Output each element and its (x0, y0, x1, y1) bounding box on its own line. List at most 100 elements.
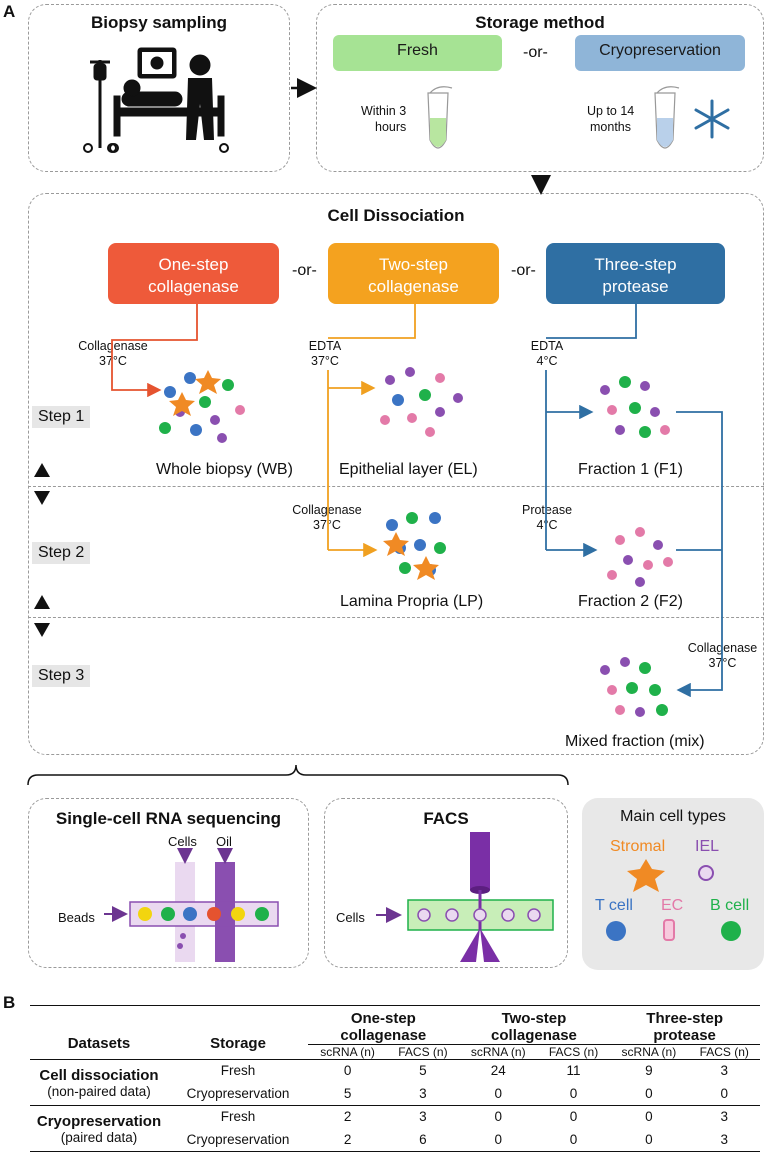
fresh-tube-icon (427, 86, 453, 149)
value-cell: 6 (419, 1131, 427, 1147)
cluster-lp (383, 512, 446, 580)
group-one-step-line2: collagenase (340, 1027, 427, 1044)
section-note: (non-paired data) (47, 1083, 151, 1099)
cluster-mix (600, 657, 668, 717)
patient-bed-icon (83, 47, 229, 153)
facs-laser-icon (407, 832, 554, 962)
fraction-lp: Lamina Propria (LP) (340, 593, 484, 610)
sub-header: scRNA (n) (458, 1044, 538, 1060)
scrna-oil-label: Oil (216, 834, 232, 849)
value-cell: 0 (645, 1109, 653, 1125)
step-arrows-icon (34, 463, 50, 637)
storage-cell: Fresh (220, 1109, 256, 1125)
diagram-graphics (27, 47, 741, 962)
storage-or: -or- (523, 44, 548, 61)
method-one-step-line1: One-step (158, 255, 229, 274)
method-two-step-line2: collagenase (368, 277, 459, 296)
snowflake-icon (694, 99, 730, 139)
value-cell: 24 (490, 1063, 506, 1079)
sub-header: FACS (n) (688, 1044, 760, 1060)
legend-box: Main cell types (582, 798, 764, 970)
dissociation-box: Cell Dissociation (28, 193, 764, 755)
value-cell: 0 (569, 1085, 578, 1101)
cond-f1-1: EDTA (530, 339, 564, 353)
facs-cells-label: Cells (336, 910, 365, 925)
cryo-note-1: Up to 14 (587, 104, 635, 118)
bcell-icon (721, 921, 741, 941)
cluster-f2 (607, 527, 673, 587)
method-or-2: -or- (511, 262, 536, 279)
group-three-step-line2: protease (653, 1027, 716, 1044)
cryo-label: Cryopreservation (575, 35, 745, 71)
section-note: (paired data) (60, 1129, 138, 1145)
fraction-f2: Fraction 2 (F2) (578, 593, 683, 610)
value-cell: 0 (720, 1085, 728, 1101)
sub-header: FACS (n) (387, 1044, 459, 1060)
cryo-note-2: months (590, 120, 631, 134)
step-divider-1 (28, 486, 764, 487)
scrna-beads-label: Beads (58, 910, 95, 925)
value-cell: 0 (343, 1063, 352, 1079)
value-cell: 0 (494, 1085, 502, 1101)
storage-cell: Fresh (220, 1063, 256, 1079)
value-cell: 0 (569, 1109, 578, 1125)
cryo-tube-icon (654, 86, 680, 149)
section-cell-dissociation: Cell dissociation(non-paired data) (30, 1060, 168, 1106)
col-datasets: Datasets (67, 1035, 131, 1052)
value-cell: 3 (720, 1109, 728, 1125)
fresh-label: Fresh (333, 35, 502, 71)
col-storage: Storage (210, 1035, 266, 1052)
method-three-step-line2: protease (602, 277, 669, 296)
step-3-label: Step 3 (32, 665, 91, 687)
cluster-el (380, 367, 463, 437)
cond-f2-2: 4°C (536, 518, 558, 532)
biopsy-title: Biopsy sampling (90, 13, 228, 32)
value-cell: 2 (343, 1109, 352, 1125)
value-cell: 3 (720, 1063, 728, 1079)
value-cell: 0 (645, 1085, 653, 1101)
sub-header: scRNA (n) (308, 1044, 388, 1060)
legend-tcell-label: T cell (595, 897, 633, 914)
fraction-mix: Mixed fraction (mix) (565, 733, 705, 750)
section-cryopreservation: Cryopreservation(paired data) (30, 1105, 168, 1152)
method-three-step: Three-step protease (546, 243, 725, 304)
value-cell: 2 (343, 1131, 352, 1147)
fraction-wb: Whole biopsy (WB) (156, 461, 293, 478)
group-three-step-line1: Three-step (646, 1010, 723, 1027)
dissociation-title: Cell Dissociation (327, 206, 465, 225)
method-two-step-line1: Two-step (379, 255, 448, 274)
cond-lp-1: Collagenase (292, 503, 362, 517)
legend-ec-label: EC (661, 897, 684, 914)
value-cell: 5 (343, 1085, 352, 1101)
biopsy-box: Biopsy sampling (28, 4, 290, 172)
section-name: Cell dissociation (39, 1066, 159, 1084)
method-two-step: Two-step collagenase (328, 243, 499, 304)
sub-header: FACS (n) (537, 1044, 610, 1060)
iel-cell-icon (698, 865, 714, 881)
value-cell: 11 (566, 1063, 581, 1079)
cluster-wb (159, 370, 245, 443)
legend-iel-label: IEL (695, 838, 720, 855)
scrna-title: Single-cell RNA sequencing (55, 809, 282, 828)
panel-label-b: B (3, 993, 16, 1012)
step-2-label: Step 2 (32, 542, 91, 564)
fraction-f1: Fraction 1 (F1) (578, 461, 683, 478)
group-one-step-line1: One-step (350, 1010, 416, 1027)
value-cell: 0 (645, 1131, 653, 1147)
step-1-label: Step 1 (32, 406, 91, 428)
stromal-cell-icon (627, 859, 665, 892)
panel-label-a: A (3, 2, 16, 21)
scrna-cells-label: Cells (168, 834, 197, 849)
facs-title: FACS (423, 809, 469, 828)
facs-box: FACS (324, 798, 568, 968)
scrna-box: Single-cell RNA sequencing (28, 798, 309, 968)
section-name: Cryopreservation (36, 1112, 162, 1130)
value-cell: 0 (494, 1131, 502, 1147)
legend-title: Main cell types (620, 808, 726, 825)
